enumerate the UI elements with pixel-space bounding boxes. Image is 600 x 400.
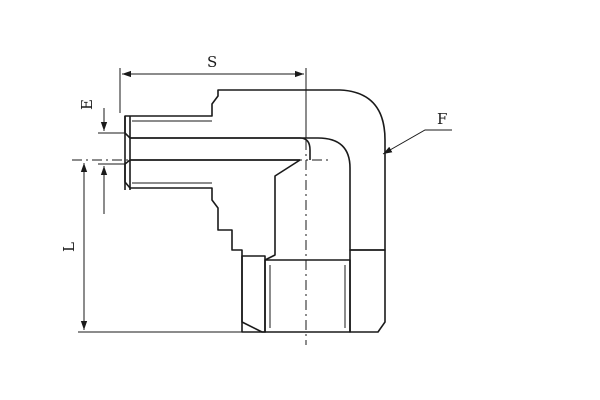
male-thread-end [124,116,131,190]
f-leader-line [382,129,452,155]
dimension-label-e: E [78,99,96,110]
dimension-label-l: L [60,242,78,252]
body-section-upper [124,89,386,251]
female-socket [241,255,266,333]
female-socket-right [349,249,386,333]
dimension-label-s: S [207,53,217,71]
socket-bore [265,259,351,333]
internal-bore [130,137,311,161]
body-section-lower [124,159,301,333]
dimension-label-f: F [437,110,447,128]
